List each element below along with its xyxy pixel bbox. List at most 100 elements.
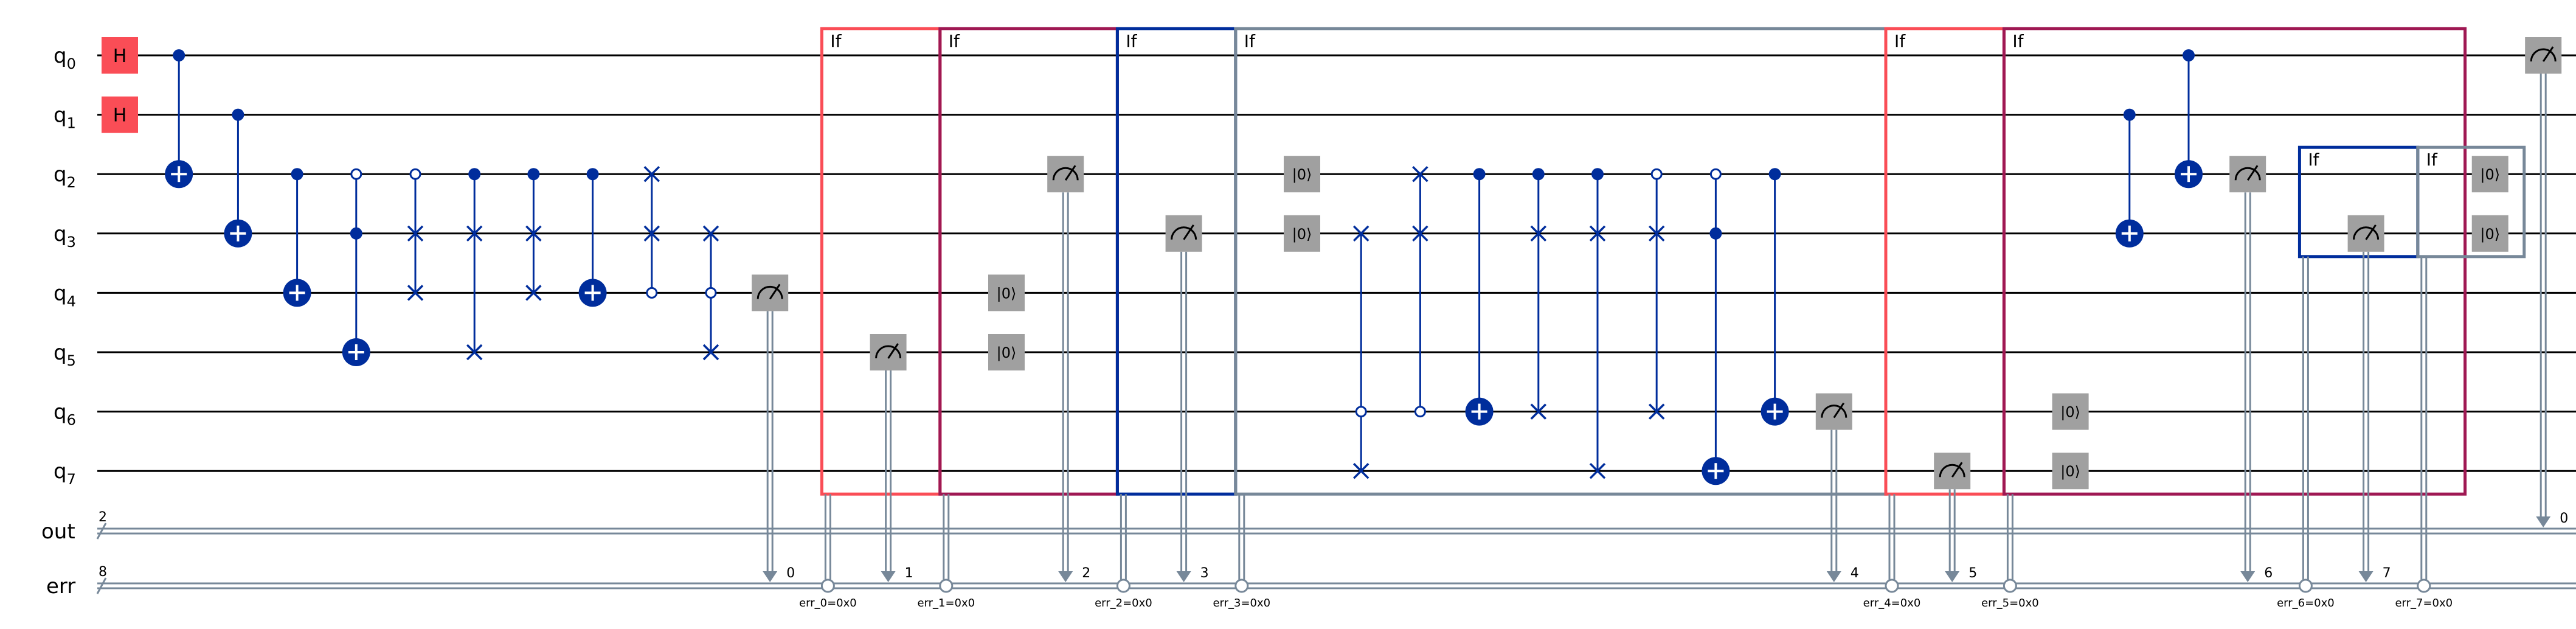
qubit-label: q1: [54, 103, 76, 132]
control-dot: [350, 227, 362, 240]
condition-open-dot: [1885, 579, 1899, 593]
swap-x-icon: [1412, 165, 1428, 182]
reset-gate: [1284, 156, 1320, 193]
swap-x-icon: [407, 225, 424, 242]
condition-label: err_7=0x0: [2395, 597, 2453, 610]
measure-bit-label: 2: [1082, 566, 1090, 581]
if-block-label: If: [1894, 31, 1906, 51]
condition-open-dot: [2003, 579, 2017, 593]
reset-gate: [2052, 393, 2089, 430]
if-block-box: [2002, 27, 2467, 496]
condition-label: err_4=0x0: [1863, 597, 1921, 610]
condition-open-dot: [2298, 579, 2313, 593]
condition-open-dot: [1234, 579, 1249, 593]
qubit-label: q6: [54, 400, 76, 429]
control-dot: [1532, 168, 1545, 181]
swap-x-icon: [525, 285, 542, 301]
if-block-label: If: [2426, 150, 2438, 170]
meter-needle: [1951, 462, 1963, 478]
condition-label: err_1=0x0: [917, 597, 975, 610]
swap-x-icon: [643, 225, 660, 242]
reset-gate: [2471, 156, 2508, 193]
qubit-label: q0: [54, 44, 76, 72]
meter-needle: [887, 343, 899, 359]
meter-icon: [2353, 226, 2380, 240]
measure-gate: [2229, 156, 2266, 193]
measure-gate: [870, 334, 907, 370]
measure-arrow: [1826, 571, 1841, 582]
open-control-dot: [350, 168, 362, 180]
condition-open-dot: [939, 579, 954, 593]
measure-bit-label: 7: [2383, 566, 2391, 581]
open-control-dot: [1355, 406, 1367, 418]
swap-x-icon: [1648, 225, 1665, 242]
reset-gate-label: |0⟩: [997, 285, 1017, 302]
classical-register-label: out: [41, 520, 75, 544]
measure-arrow: [2358, 571, 2373, 582]
swap-x-icon: [525, 225, 542, 242]
open-control-dot: [1709, 168, 1722, 180]
reset-gate: [1284, 215, 1320, 252]
measure-arrow: [2536, 516, 2551, 527]
reset-gate-label: |0⟩: [2060, 463, 2080, 480]
hadamard-gate-label: H: [113, 105, 127, 127]
swap-x-icon: [466, 344, 483, 361]
reset-gate-label: |0⟩: [1292, 166, 1312, 183]
condition-label: err_3=0x0: [1213, 597, 1270, 610]
if-block-box: [820, 27, 942, 496]
measure-arrow: [1176, 571, 1191, 582]
measure-gate: [2347, 215, 2384, 252]
swap-x-icon: [702, 225, 719, 242]
reset-gate-label: |0⟩: [2060, 404, 2080, 421]
reset-gate: [2052, 453, 2089, 490]
meter-icon: [757, 285, 783, 299]
qubit-label: q7: [54, 459, 76, 488]
control-dot: [586, 168, 599, 181]
meter-icon: [1171, 226, 1197, 240]
qubit-label: q5: [54, 341, 76, 369]
if-block-box: [2416, 145, 2526, 259]
measure-gate: [752, 274, 789, 311]
register-slash: [96, 577, 107, 594]
measure-arrow: [1945, 571, 1960, 582]
meter-needle: [769, 283, 781, 300]
swap-x-icon: [702, 344, 719, 361]
condition-open-dot: [1116, 579, 1130, 593]
swap-x-icon: [1530, 403, 1547, 420]
if-block-label: If: [949, 31, 960, 51]
open-control-dot: [409, 168, 421, 180]
meter-icon: [2234, 167, 2261, 181]
measure-bit-label: 0: [2560, 511, 2568, 526]
measure-bit-label: 5: [1968, 566, 1977, 581]
measure-gate: [2525, 37, 2562, 74]
if-block-box: [1115, 27, 1238, 496]
control-dot: [232, 108, 244, 121]
swap-x-icon: [643, 165, 660, 182]
swap-x-icon: [1530, 225, 1547, 242]
open-control-dot: [646, 287, 658, 299]
swap-x-icon: [1352, 225, 1369, 242]
condition-open-dot: [2417, 579, 2431, 593]
measure-bit-label: 4: [1851, 566, 1859, 581]
open-control-dot: [705, 287, 717, 299]
control-dot: [1768, 168, 1781, 181]
control-dot: [173, 49, 185, 61]
register-size: 8: [99, 565, 107, 580]
control-dot: [2123, 108, 2136, 121]
measure-gate: [1165, 215, 1202, 252]
reset-gate-label: |0⟩: [1292, 226, 1312, 243]
reset-gate: [2471, 215, 2508, 252]
condition-label: err_0=0x0: [799, 597, 857, 610]
meter-icon: [1939, 464, 1965, 478]
reset-gate-label: |0⟩: [997, 344, 1017, 361]
swap-x-icon: [1589, 225, 1606, 242]
classical-register-label: err: [46, 574, 75, 599]
register-size: 2: [99, 510, 107, 525]
meter-icon: [875, 345, 902, 359]
condition-label: err_6=0x0: [2277, 597, 2335, 610]
swap-x-icon: [1412, 225, 1428, 242]
open-control-dot: [1414, 406, 1426, 418]
measure-arrow: [763, 571, 778, 582]
condition-open-dot: [820, 579, 835, 593]
hadamard-gate: [102, 96, 138, 133]
